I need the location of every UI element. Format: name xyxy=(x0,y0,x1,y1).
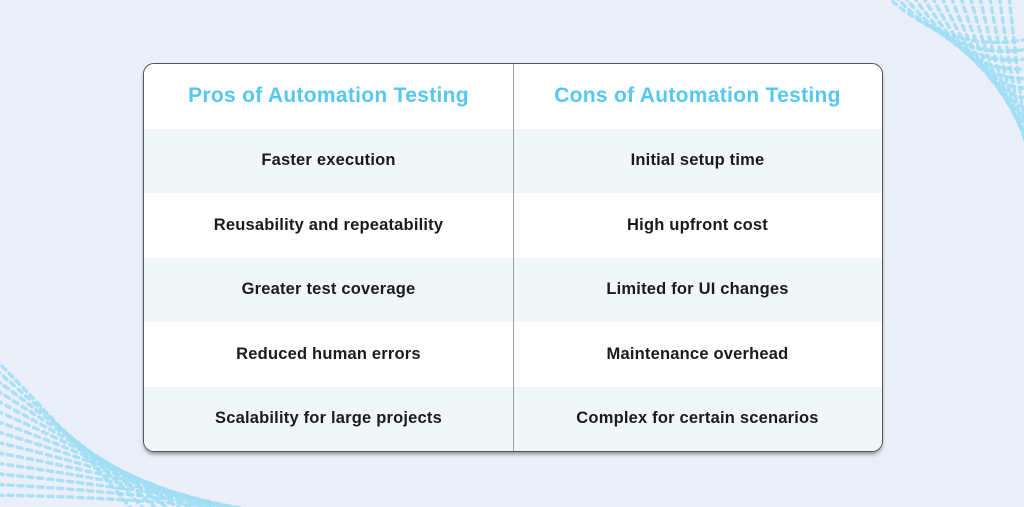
comparison-table-card: Pros of Automation Testing Cons of Autom… xyxy=(143,63,883,452)
cons-column-header: Cons of Automation Testing xyxy=(554,84,841,108)
table-row: Reusability and repeatability High upfro… xyxy=(144,193,882,258)
pros-cell: Reusability and repeatability xyxy=(213,215,444,234)
pros-cell: Reduced human errors xyxy=(236,344,421,363)
cons-cell: Initial setup time xyxy=(630,151,765,170)
cons-cell: Complex for certain scenarios xyxy=(576,409,819,428)
table-header-row: Pros of Automation Testing Cons of Autom… xyxy=(144,64,882,129)
cons-cell: Maintenance overhead xyxy=(606,344,789,363)
cons-cell: Limited for UI changes xyxy=(606,280,789,299)
pros-cell: Greater test coverage xyxy=(241,280,416,299)
cons-cell: High upfront cost xyxy=(627,215,768,234)
pros-cell: Scalability for large projects xyxy=(215,409,442,428)
pros-column-header: Pros of Automation Testing xyxy=(188,84,469,108)
pros-cell: Faster execution xyxy=(261,151,396,170)
column-divider xyxy=(512,64,514,451)
table-row: Reduced human errors Maintenance overhea… xyxy=(144,322,882,387)
